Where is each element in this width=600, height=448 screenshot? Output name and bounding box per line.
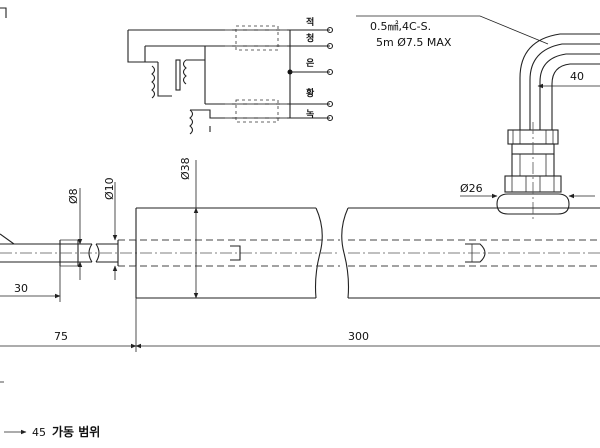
main-body-right xyxy=(341,207,600,299)
wire-spec-line1: 0.5㎟,4C-S. xyxy=(370,20,431,33)
wire-color-green: 녹 xyxy=(306,109,314,120)
dim-40: 40 xyxy=(570,70,584,83)
wire-color-yellow: 황 xyxy=(306,87,315,99)
dim-30: 30 xyxy=(14,282,28,295)
length-dimensions: 30 75 300 xyxy=(0,266,600,352)
dim-300: 300 xyxy=(348,330,369,343)
wiring-schematic: 적 청 은 황 녹 xyxy=(127,16,334,135)
probe-shaft: Ø8 Ø10 xyxy=(0,177,118,280)
operating-range-value: 45 xyxy=(32,426,46,439)
spec-leader-line xyxy=(356,15,549,45)
wire-color-silver: 은 xyxy=(306,58,314,69)
dim-phi8: Ø8 xyxy=(67,188,80,204)
dim-phi10: Ø10 xyxy=(103,177,116,200)
wire-color-red: 적 xyxy=(306,16,314,28)
main-body-left: Ø38 xyxy=(100,157,340,299)
wire-spec-line2: 5m Ø7.5 MAX xyxy=(376,36,452,49)
sensor-head: Ø26 xyxy=(460,122,595,222)
corner-mark xyxy=(0,7,7,18)
dim-phi26: Ø26 xyxy=(460,182,483,195)
operating-range-label: 가동 범위 xyxy=(52,424,100,439)
wire-color-blue: 청 xyxy=(306,32,314,44)
operating-range-note: 45 가동 범위 xyxy=(0,381,100,439)
dim-phi38: Ø38 xyxy=(179,157,192,180)
cable-pipe: 40 xyxy=(519,33,600,130)
dim-75: 75 xyxy=(54,330,68,343)
